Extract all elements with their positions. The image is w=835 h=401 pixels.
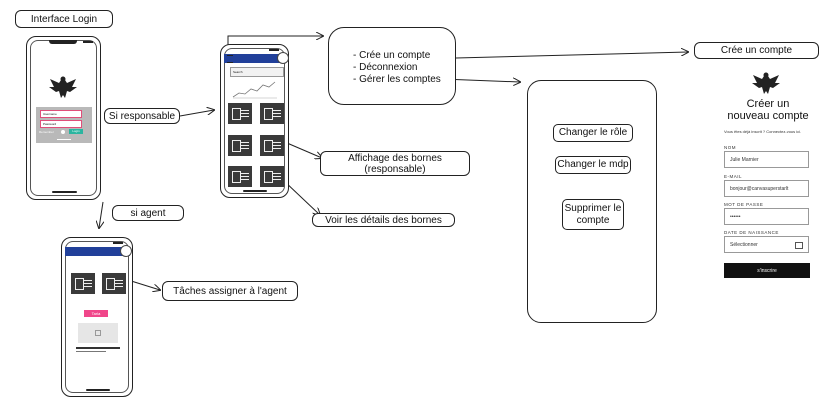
birth-date-input[interactable]: Sélectionner	[724, 236, 809, 253]
signup-title-line1: Créer un	[746, 98, 790, 110]
taches-agent-label: Tâches assigner à l'agent	[162, 281, 298, 301]
menu-icon[interactable]	[227, 55, 233, 63]
header-bar	[224, 54, 286, 63]
voir-details-label: Voir les détails des bornes	[312, 213, 455, 227]
login-footer-line	[57, 139, 71, 140]
borne-card-3[interactable]	[228, 135, 252, 156]
email-input[interactable]: bonjour@canvasuperstarlt	[724, 180, 809, 197]
profile-icon[interactable]	[277, 52, 289, 64]
status-icons	[113, 242, 123, 244]
delete-account-button[interactable]: Supprimer le compte	[562, 199, 624, 230]
stats-chart-icon	[232, 81, 277, 99]
arrow-to-agent	[99, 201, 103, 228]
image-icon	[95, 330, 101, 336]
arrow-to-create	[455, 52, 688, 59]
remember-label: Remember	[39, 130, 54, 134]
si-responsable-label: Si responsable	[104, 108, 180, 124]
delete-line-1: Supprimer le	[564, 202, 622, 214]
delete-line-2: compte	[576, 214, 610, 226]
birth-date-placeholder: Sélectionner	[730, 241, 758, 248]
eagle-logo-icon	[752, 72, 780, 94]
status-icons	[269, 49, 279, 51]
borne-card-2[interactable]	[260, 103, 284, 124]
affichage-bornes-label: Affichage des bornes (responsable)	[320, 151, 470, 176]
nom-label: NOM	[724, 145, 736, 150]
status-icons	[83, 41, 93, 43]
remember-toggle[interactable]	[61, 130, 65, 134]
interface-login-label: Interface Login	[15, 10, 113, 28]
borne-card-6[interactable]	[260, 166, 284, 187]
login-button[interactable]: Login	[69, 129, 83, 134]
signup-submit-button[interactable]: s'inscrire	[724, 263, 810, 278]
task-card-1[interactable]	[71, 273, 95, 294]
responsable-phone: Search	[220, 44, 289, 198]
agent-phone: Tarla	[61, 237, 133, 397]
nom-input[interactable]: Julie Marnier	[724, 151, 809, 168]
change-password-button[interactable]: Changer le mdp	[555, 156, 631, 174]
arrow-to-affichage	[286, 142, 322, 158]
home-indicator	[86, 389, 110, 391]
task-text-line-2	[76, 351, 106, 352]
manage-account-panel: Changer le rôle Changer le mdp Supprimer…	[527, 80, 657, 323]
email-label: E-MAIL	[724, 174, 743, 179]
borne-card-5[interactable]	[228, 166, 252, 187]
profile-icon[interactable]	[120, 245, 132, 257]
password-input[interactable]: Password	[40, 120, 82, 128]
username-input[interactable]: Username	[40, 110, 82, 118]
si-agent-label: si agent	[112, 205, 184, 221]
cree-compte-label: Crée un compte	[694, 42, 819, 59]
home-indicator	[243, 190, 267, 192]
birth-date-label: DATE DE NAISSANCE	[724, 230, 779, 235]
menu-item-logout[interactable]: - Déconnexion	[353, 62, 418, 73]
arrow-to-details	[282, 179, 320, 215]
home-indicator	[52, 191, 77, 193]
login-phone: Username Password Remember Login	[26, 36, 101, 200]
task-tag: Tarla	[84, 310, 108, 317]
affichage-line-1: Affichage des bornes	[348, 152, 442, 164]
arrow-to-responsable	[179, 110, 214, 117]
calendar-icon[interactable]	[795, 242, 803, 249]
menu-item-manage-accounts[interactable]: - Gérer les comptes	[353, 74, 441, 85]
menu-item-create-account[interactable]: - Crée un compte	[353, 50, 431, 61]
borne-card-4[interactable]	[260, 135, 284, 156]
arrow-to-taches	[127, 279, 160, 290]
task-text-line	[76, 347, 120, 349]
borne-card-1[interactable]	[228, 103, 252, 124]
change-role-button[interactable]: Changer le rôle	[553, 124, 633, 142]
password-input[interactable]: ••••••	[724, 208, 809, 225]
signup-title-line2: nouveau compte	[727, 110, 809, 122]
task-card-2[interactable]	[102, 273, 126, 294]
password-label: MOT DE PASSE	[724, 202, 764, 207]
eagle-logo-icon	[49, 76, 77, 98]
header-bar	[65, 247, 130, 256]
affichage-line-2: (responsable)	[364, 163, 426, 175]
search-input[interactable]: Search	[230, 67, 284, 77]
menu-options-box: - Crée un compte - Déconnexion - Gérer l…	[328, 27, 456, 105]
signup-subtitle[interactable]: Vous êtes déjà inscrit ? Connectez-vous …	[724, 129, 802, 134]
task-image-placeholder	[78, 323, 118, 343]
